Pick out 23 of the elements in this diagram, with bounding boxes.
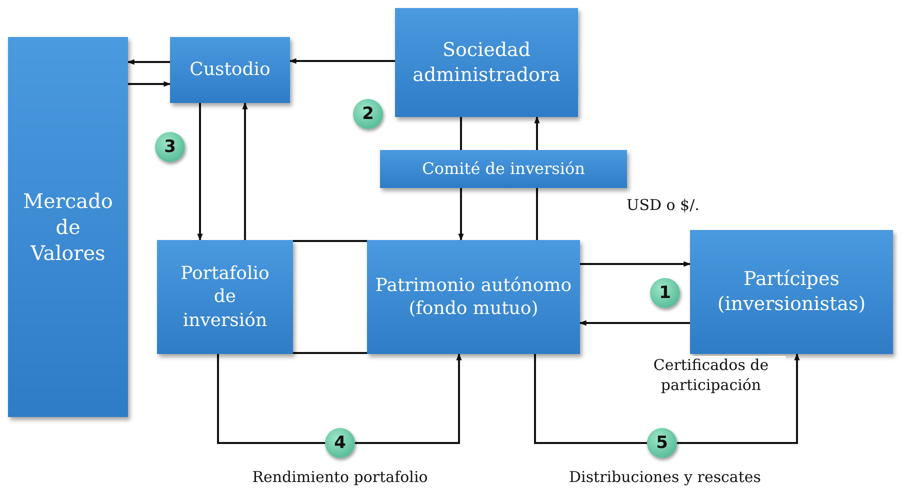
arrow <box>534 353 800 444</box>
arrow <box>242 102 248 240</box>
step-number: 4 <box>325 428 355 458</box>
arrow <box>458 188 464 241</box>
arrow <box>289 58 395 64</box>
arrow <box>127 59 170 65</box>
process-box: Partícipes (inversionistas) <box>690 230 893 354</box>
process-box: Mercado de Valores <box>8 37 128 417</box>
arrow <box>128 81 171 87</box>
arrow <box>534 116 540 150</box>
step-number: 5 <box>647 428 677 458</box>
process-box: Portafolio de inversión <box>157 240 293 354</box>
arrow <box>579 320 690 326</box>
process-box: Comité de inversión <box>380 150 627 188</box>
process-box: Patrimonio autónomo (fondo mutuo) <box>367 240 580 354</box>
step-number: 1 <box>650 278 680 308</box>
arrow <box>580 261 691 267</box>
step-number: 2 <box>353 99 383 129</box>
process-box: Custodio <box>170 37 290 103</box>
step-number: 3 <box>155 132 185 162</box>
process-box: Sociedad administradora <box>395 8 578 117</box>
arrow <box>197 103 203 241</box>
arrow <box>217 353 462 444</box>
